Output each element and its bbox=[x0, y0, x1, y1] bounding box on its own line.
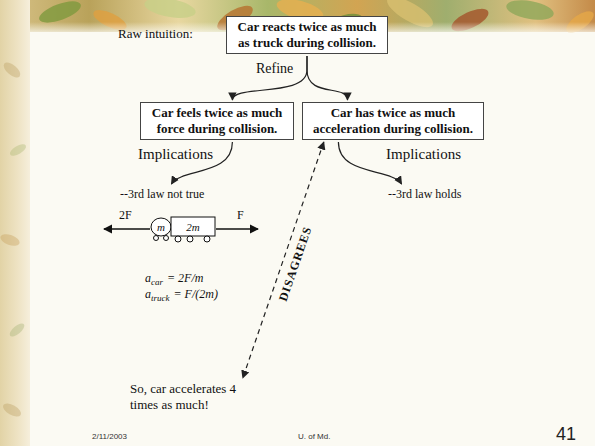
connector-arrow bbox=[243, 142, 324, 378]
node-text: Car reacts twice as much as truck during… bbox=[234, 19, 380, 50]
connector-arrow bbox=[232, 56, 307, 100]
connector-arrow bbox=[307, 56, 348, 100]
force-label: 2F bbox=[119, 209, 132, 223]
conclusion-text: So, car accelerates 4 times as much! bbox=[128, 380, 263, 415]
edge-label: DISAGREES bbox=[276, 223, 316, 305]
footer-date: 2/11/2003 bbox=[92, 432, 127, 441]
equation-line: atruck = F/(2m) bbox=[145, 288, 218, 304]
force-label: F bbox=[237, 209, 244, 223]
idea-box: Car has twice as much acceleration durin… bbox=[302, 102, 484, 140]
equation-term: = 2F/m bbox=[167, 271, 203, 285]
car-wheel bbox=[154, 236, 159, 241]
idea-box: Car feels twice as much force during col… bbox=[140, 102, 294, 140]
equation-subscript: truck bbox=[151, 293, 170, 303]
truck-body bbox=[171, 217, 215, 236]
equation-line: acar = 2F/m bbox=[145, 272, 203, 288]
mass-label: 2m bbox=[186, 221, 199, 234]
truck-wheel bbox=[187, 236, 193, 242]
node-text: Car feels twice as much force during col… bbox=[148, 105, 286, 136]
mass-label: m bbox=[157, 221, 165, 234]
truck-wheel bbox=[204, 236, 210, 242]
force-arrow bbox=[216, 228, 258, 229]
node-text: --3rd law holds bbox=[388, 187, 462, 201]
edge-label: Implications bbox=[138, 146, 213, 163]
car-wheel bbox=[164, 236, 169, 241]
slide-number: 41 bbox=[556, 424, 576, 445]
equation-term: = F/(2m) bbox=[174, 287, 218, 301]
node-text: --3rd law not true bbox=[120, 187, 205, 201]
equation-subscript: car bbox=[151, 277, 163, 287]
footer-source: U. of Md. bbox=[298, 432, 330, 441]
truck-wheel bbox=[175, 236, 181, 242]
equation-symbol: a bbox=[145, 271, 151, 285]
equation-symbol: a bbox=[145, 287, 151, 301]
idea-box: Car reacts twice as much as truck during… bbox=[226, 16, 388, 54]
node-text: Car has twice as much acceleration durin… bbox=[310, 105, 476, 136]
step-label: Refine bbox=[256, 61, 293, 77]
row-label: Raw intuition: bbox=[118, 27, 193, 42]
node-text: So, car accelerates 4 times as much! bbox=[130, 381, 261, 414]
car-body bbox=[151, 218, 171, 236]
edge-label: Implications bbox=[386, 146, 461, 163]
side-strip bbox=[0, 0, 30, 446]
force-arrow bbox=[104, 228, 150, 229]
implication-text: --3rd law not true bbox=[118, 186, 207, 203]
side-strip-pattern bbox=[0, 60, 28, 420]
implication-text: --3rd law holds bbox=[386, 186, 464, 203]
